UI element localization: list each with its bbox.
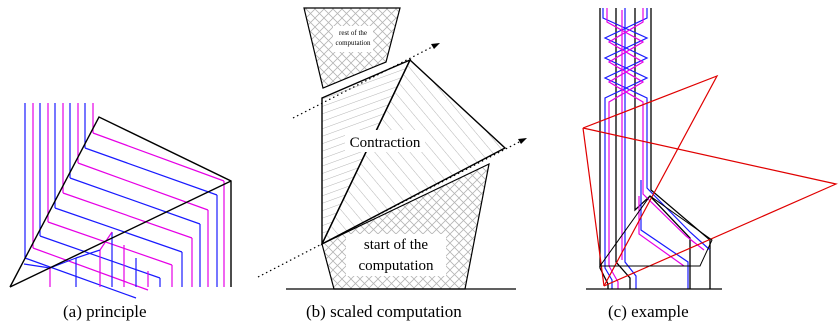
panel-b-rest-label-bg (333, 26, 373, 52)
panel-a-base-diagonal (9, 180, 232, 288)
panel-a-triangle (9, 116, 232, 288)
panel-b-rest-line1: rest of the (339, 29, 367, 37)
panel-a-principle: (a) principle (9, 103, 232, 321)
panel-b-caption: (b) scaled computation (306, 302, 462, 321)
panel-b-start-label-bg (346, 234, 446, 276)
panel-c-caption: (c) example (608, 302, 689, 321)
panel-c-magenta-lines (606, 8, 705, 289)
panel-b-start-line2: computation (359, 258, 434, 274)
panel-b-lower-arrow-line (257, 139, 524, 278)
panel-c-example: (c) example (582, 8, 838, 321)
panel-c-red-lines (582, 74, 838, 287)
panel-b-rest-line2: computation (336, 39, 371, 47)
panel-c-lower-outline (599, 195, 713, 267)
panel-b-upper-arrow-head (431, 43, 440, 49)
panel-b-start-line1: start of the (364, 237, 428, 253)
panel-b-contraction-label-bg (345, 130, 425, 152)
panel-a-top-verticals (24, 103, 94, 258)
panel-a-bottom-verticals (49, 181, 225, 287)
panel-b-contraction-label: Contraction (350, 135, 421, 151)
panel-b-lower-arrow-head (518, 138, 527, 144)
panel-a-caption: (a) principle (63, 302, 147, 321)
panel-b-scaled-computation: rest of the computation Contraction star… (257, 7, 527, 321)
